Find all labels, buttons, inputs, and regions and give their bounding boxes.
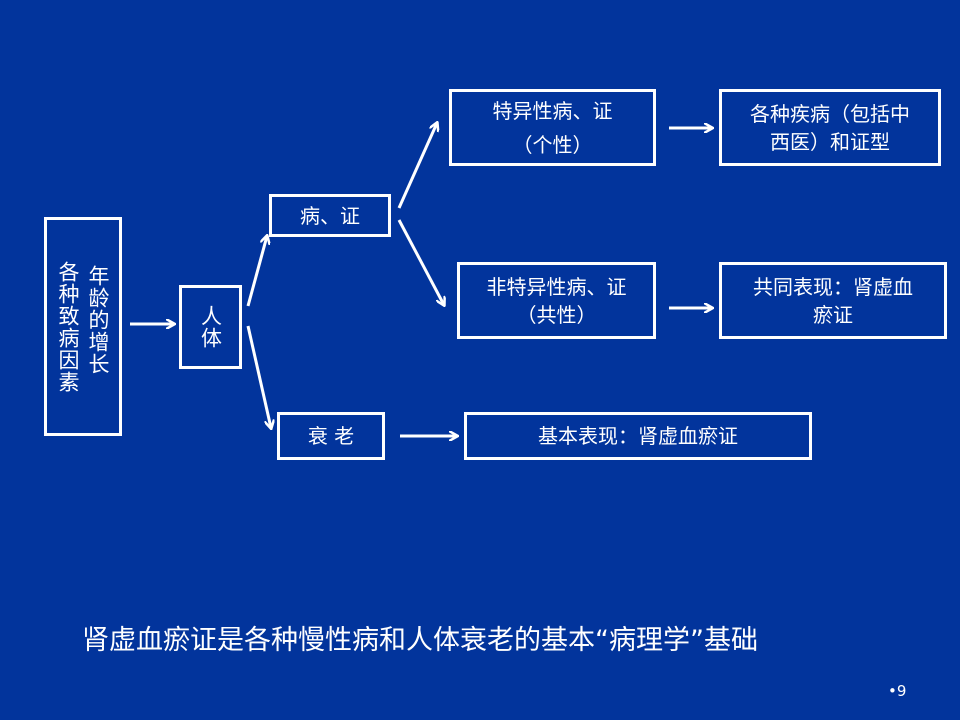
basic-box: 基本表现：肾虚血瘀证 — [464, 412, 812, 460]
arrow-body-to-aging — [246, 325, 271, 428]
common-text-2: 瘀证 — [813, 302, 853, 327]
arrow-body-to-disease — [246, 236, 267, 307]
all-diseases-box: 各种疾病（包括中 西医）和证型 — [719, 89, 941, 166]
page-number: •9 — [888, 682, 907, 700]
specific-text-2: （个性） — [512, 132, 593, 157]
causes-text-factors: 各种致病因素 — [56, 260, 80, 393]
arrow-disease-to-nonspecific — [397, 219, 444, 305]
all-diseases-text-2: 西医）和证型 — [770, 129, 890, 154]
all-diseases-text-1: 各种疾病（包括中 — [750, 101, 910, 126]
nonspecific-text-1: 非特异性病、证 — [486, 274, 627, 299]
aging-text: 衰 老 — [307, 424, 355, 448]
slide-caption: 肾虚血瘀证是各种慢性病和人体衰老的基本“病理学”基础 — [82, 625, 758, 656]
body-box: 人体 — [179, 285, 242, 369]
nonspecific-box: 非特异性病、证 （共性） — [457, 262, 656, 339]
nonspecific-text-2: （共性） — [516, 302, 597, 327]
aging-box: 衰 老 — [277, 412, 385, 460]
specific-box: 特异性病、证 （个性） — [449, 89, 656, 166]
causes-box: 年龄的增长 各种致病因素 — [44, 217, 122, 436]
body-text: 人体 — [198, 305, 223, 349]
specific-text-1: 特异性病、证 — [492, 98, 613, 123]
basic-text: 基本表现：肾虚血瘀证 — [538, 424, 738, 448]
common-box: 共同表现：肾虚血 瘀证 — [719, 262, 947, 339]
common-text-1: 共同表现：肾虚血 — [753, 274, 913, 299]
causes-text-age: 年龄的增长 — [86, 264, 110, 375]
disease-text: 病、证 — [300, 203, 360, 228]
arrow-disease-to-specific — [397, 123, 437, 209]
disease-box: 病、证 — [269, 194, 391, 237]
